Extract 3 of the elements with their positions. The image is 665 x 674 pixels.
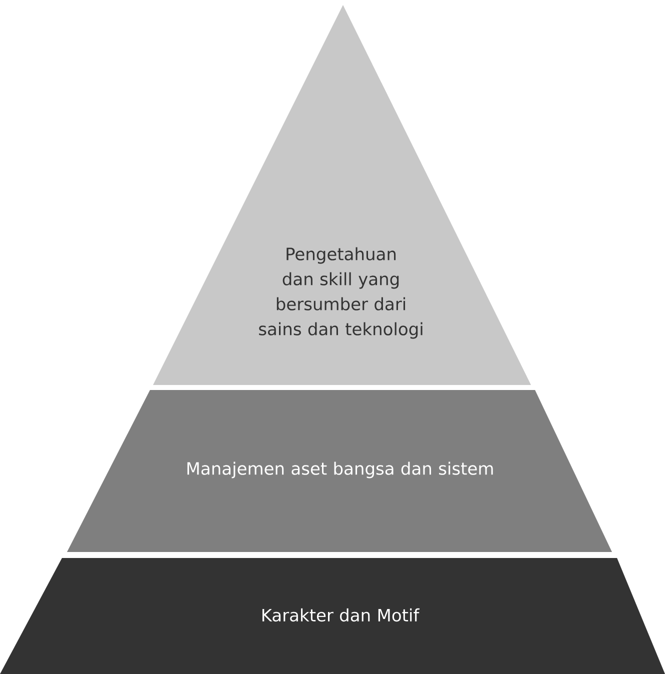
- pyramid-layer: Manajemen aset bangsa dan sistem: [67, 390, 612, 552]
- pyramid-layer: Karakter dan Motif: [0, 558, 665, 674]
- pyramid-apex: Pengetahuan dan skill yang bersumber dari sains dan teknologi: [153, 5, 531, 385]
